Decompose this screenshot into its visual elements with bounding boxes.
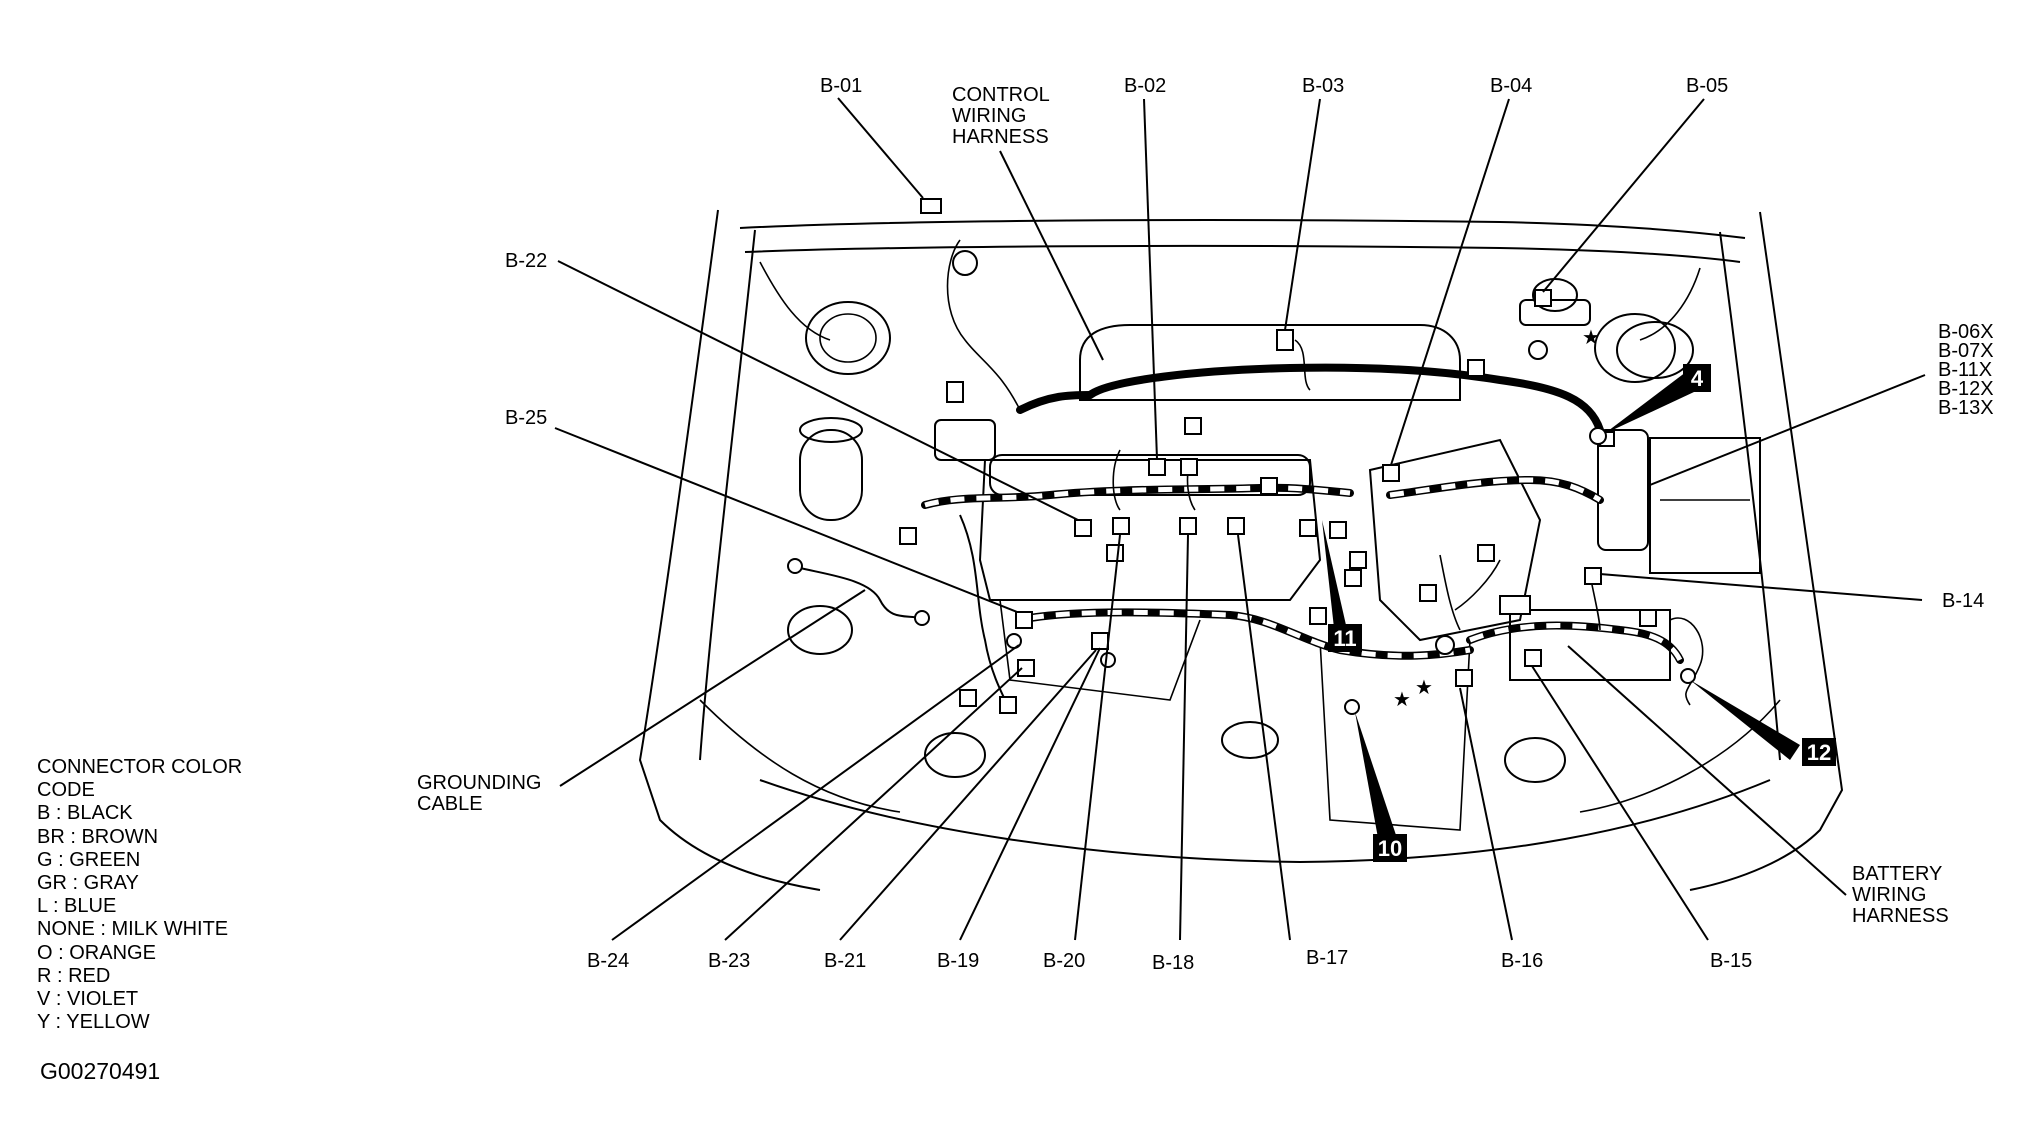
battery-wiring-harness xyxy=(1509,609,1704,706)
label-b24: B-24 xyxy=(587,950,629,972)
ground-badge-10: 10 xyxy=(1373,834,1407,862)
engine-block xyxy=(934,278,1761,831)
leader-lines xyxy=(554,97,1926,941)
label-b20: B-20 xyxy=(1043,950,1085,972)
label-b15: B-15 xyxy=(1710,950,1752,972)
figure-code: G00270491 xyxy=(40,1058,161,1084)
label-control-harness-1: CONTROL xyxy=(952,84,1050,106)
connector-b01 xyxy=(920,198,942,214)
connector-b20 xyxy=(1112,517,1130,535)
connector-b02 xyxy=(1148,458,1166,476)
connector-b22 xyxy=(1074,519,1092,537)
label-b04: B-04 xyxy=(1490,75,1532,97)
label-control-harness-3: HARNESS xyxy=(952,126,1049,148)
svg-text:4: 4 xyxy=(1691,366,1704,391)
star-marker: ★ xyxy=(1393,689,1411,711)
svg-text:11: 11 xyxy=(1333,626,1356,651)
connector-b15 xyxy=(1524,649,1542,667)
connector-b23 xyxy=(959,689,977,707)
label-grounding-cable-2: CABLE xyxy=(417,793,483,815)
legend-item: Y : YELLOW xyxy=(37,1011,150,1034)
label-b21: B-21 xyxy=(824,950,866,972)
legend-item: G : GREEN xyxy=(37,848,141,871)
connector-color-legend: CONNECTOR COLOR CODE B : BLACK BR : BROW… xyxy=(37,756,242,1034)
label-b02: B-02 xyxy=(1124,75,1166,97)
label-control-harness-2: WIRING xyxy=(952,105,1026,127)
engine-harness xyxy=(921,449,1684,711)
label-b05: B-05 xyxy=(1686,75,1728,97)
connector-b16 xyxy=(1455,669,1473,687)
legend-item: R : RED xyxy=(37,964,111,987)
label-b06x: B-06X xyxy=(1938,321,1994,343)
label-b25: B-25 xyxy=(505,407,547,429)
label-battery-harness-1: BATTERY xyxy=(1852,863,1942,885)
svg-text:10: 10 xyxy=(1378,836,1402,861)
control-wiring-harness xyxy=(946,239,1604,434)
connector-b14 xyxy=(1584,567,1602,585)
label-b18: B-18 xyxy=(1152,952,1194,974)
label-b13x: B-13X xyxy=(1938,397,1994,419)
label-b12x: B-12X xyxy=(1938,378,1994,400)
ground-badge-12: 12 xyxy=(1802,738,1836,766)
callout-labels: B-01 CONTROL WIRING HARNESS B-02 B-03 B-… xyxy=(417,75,1994,974)
grounding-cable-wire xyxy=(787,558,930,626)
label-b16: B-16 xyxy=(1501,950,1543,972)
label-b03: B-03 xyxy=(1302,75,1344,97)
star-marker: ★ xyxy=(1415,677,1433,699)
legend-item: B : BLACK xyxy=(37,802,133,825)
ground-badge-4: 4 xyxy=(1683,364,1711,392)
label-b17: B-17 xyxy=(1306,947,1348,969)
star-marker: ★ xyxy=(1582,327,1600,349)
label-b23: B-23 xyxy=(708,950,750,972)
legend-item: O : ORANGE xyxy=(37,941,156,964)
connector-b17 xyxy=(1227,517,1245,535)
label-b01: B-01 xyxy=(820,75,862,97)
label-battery-harness-2: WIRING xyxy=(1852,884,1926,906)
connector-b18 xyxy=(1179,517,1197,535)
legend-item: V : VIOLET xyxy=(37,988,139,1011)
legend-item: BR : BROWN xyxy=(37,825,159,848)
connectors xyxy=(899,198,1696,715)
connector-b25 xyxy=(1015,611,1033,629)
ground-badge-11: 11 xyxy=(1328,624,1362,652)
legend-item: NONE : MILK WHITE xyxy=(37,918,229,941)
connector-b21 xyxy=(1017,659,1035,677)
legend-subtitle: CODE xyxy=(37,779,95,802)
label-b14: B-14 xyxy=(1942,590,1984,612)
connector-b19 xyxy=(1091,632,1109,650)
legend-item: L : BLUE xyxy=(37,895,117,918)
label-b19: B-19 xyxy=(937,950,979,972)
connector-b03 xyxy=(1276,329,1294,351)
label-b22: B-22 xyxy=(505,250,547,272)
label-grounding-cable-1: GROUNDING xyxy=(417,772,541,794)
connector-b04 xyxy=(1382,464,1400,482)
legend-title: CONNECTOR COLOR xyxy=(37,756,243,778)
svg-text:12: 12 xyxy=(1807,740,1831,765)
label-b07x: B-07X xyxy=(1938,340,1994,362)
label-battery-harness-3: HARNESS xyxy=(1852,905,1949,927)
label-b11x: B-11X xyxy=(1938,359,1992,381)
ground-point-markers xyxy=(1322,372,1800,838)
legend-item: GR : GRAY xyxy=(37,872,139,895)
connector-b05 xyxy=(1534,289,1552,307)
